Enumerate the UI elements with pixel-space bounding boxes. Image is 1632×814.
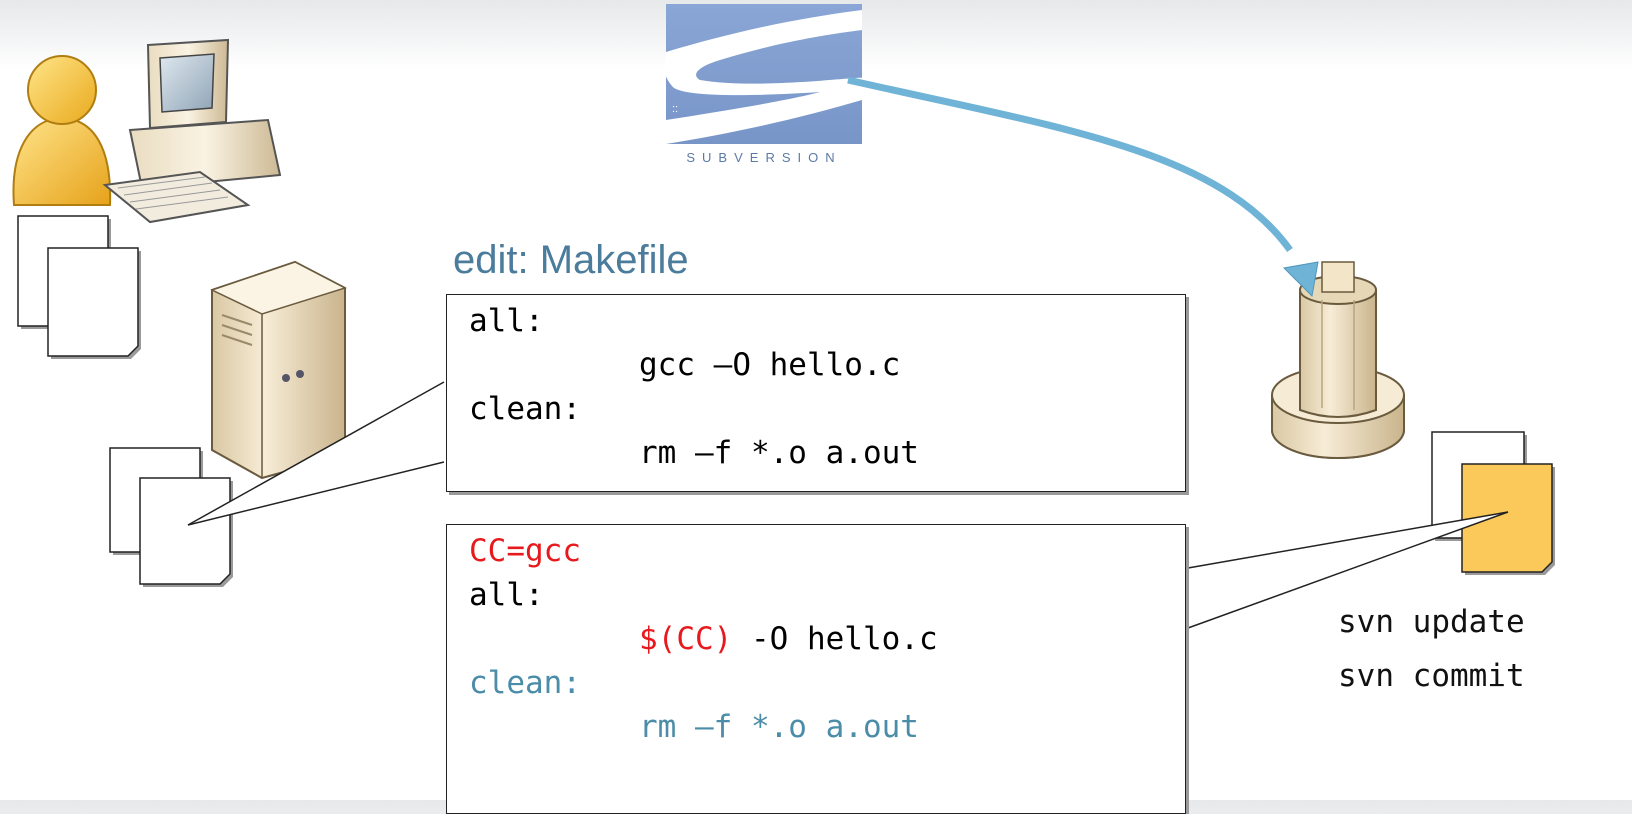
repository-documents-icon — [1431, 431, 1555, 575]
svn-update-command: svn update — [1338, 604, 1525, 640]
code-token: CC=gcc — [469, 533, 581, 569]
user-documents-icon — [17, 215, 141, 359]
code-token: gcc –O hello.c — [639, 347, 901, 383]
code-line: clean: — [469, 661, 1163, 705]
user-icon — [12, 55, 112, 206]
svn-to-repository-arrow — [847, 76, 1319, 298]
code-line: all: — [469, 299, 1163, 343]
callout-repository-file — [1187, 511, 1509, 629]
subversion-logo-label: SUBVERSION — [686, 150, 842, 165]
edit-makefile-title: edit: Makefile — [453, 238, 689, 282]
code-token: all: — [469, 303, 544, 339]
code-line: rm –f *.o a.out — [469, 705, 1163, 749]
code-token: rm –f *.o a.out — [639, 435, 919, 471]
svg-text:::: :: — [672, 103, 678, 115]
code-line: CC=gcc — [469, 529, 1163, 573]
code-line: rm –f *.o a.out — [469, 431, 1163, 475]
code-token: rm –f *.o a.out — [639, 709, 919, 745]
makefile-modified-box: CC=gcc all: $(CC) -O hello.c clean: rm –f *.… — [446, 524, 1186, 814]
code-token: clean: — [469, 391, 581, 427]
svn-commit-command: svn commit — [1338, 658, 1525, 694]
code-token: clean: — [469, 665, 581, 701]
computer-icon — [102, 38, 282, 224]
subversion-logo: :: — [664, 4, 862, 174]
repository-icon — [1271, 261, 1405, 459]
code-line: clean: — [469, 387, 1163, 431]
makefile-original-box: all: gcc –O hello.c clean: rm –f *.o a.out — [446, 294, 1186, 492]
callout-local-file — [187, 381, 445, 526]
code-token: $(CC) — [639, 621, 733, 657]
code-line: gcc –O hello.c — [469, 343, 1163, 387]
code-line: $(CC) -O hello.c — [469, 617, 1163, 661]
code-token: -O hello.c — [732, 621, 938, 657]
server-documents-icon — [109, 447, 233, 587]
server-icon — [210, 260, 347, 480]
code-token: all: — [469, 577, 544, 613]
code-line: all: — [469, 573, 1163, 617]
